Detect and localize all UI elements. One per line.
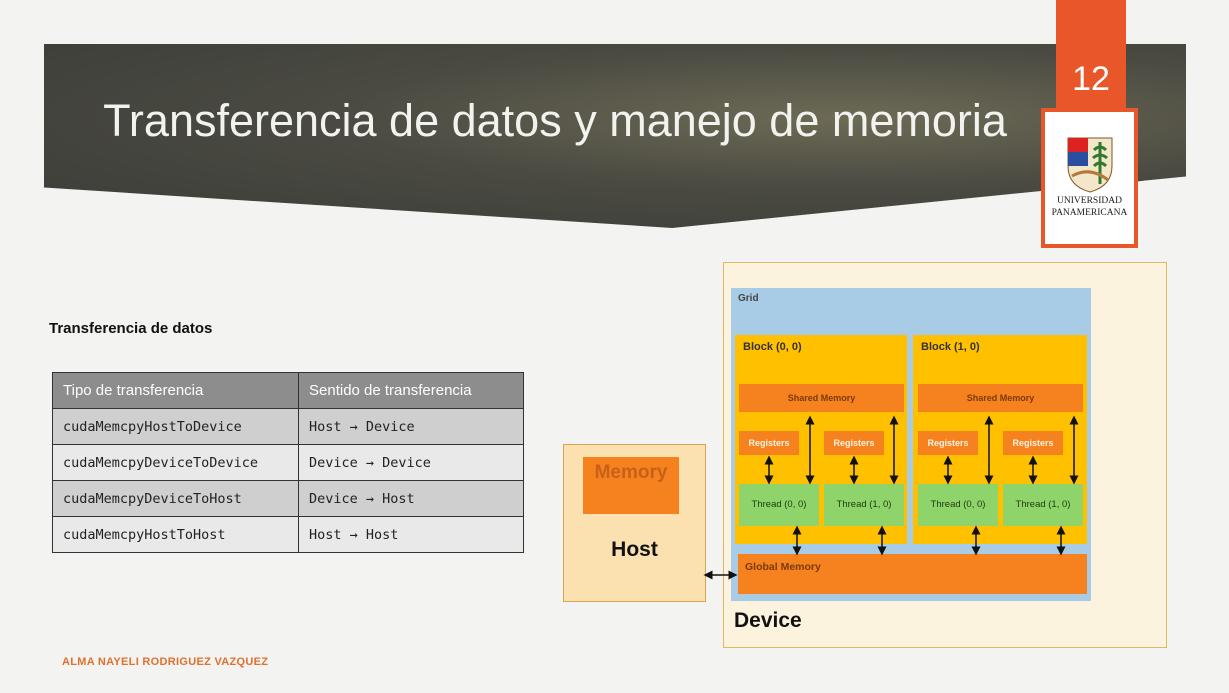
block-1-label: Block (1, 0) <box>921 341 980 353</box>
shield-icon <box>1067 137 1113 193</box>
global-memory-label: Global Memory <box>745 561 821 573</box>
block-1-thread-0: Thread (0, 0) <box>918 484 998 526</box>
host-memory-label: Memory <box>594 462 668 483</box>
slide-title: Transferencia de datos y manejo de memor… <box>103 95 1007 146</box>
block-1-thread-1: Thread (1, 0) <box>1003 484 1083 526</box>
section-heading: Transferencia de datos <box>49 320 213 337</box>
table-cell-direction: Device → Host <box>298 480 524 517</box>
block-1-registers-0: Registers <box>918 431 978 455</box>
block-0-registers-1: Registers <box>824 431 884 455</box>
grid-label: Grid <box>738 293 759 304</box>
logo-text-line1: UNIVERSIDAD <box>1057 196 1122 206</box>
table-header-type: Tipo de transferencia <box>52 372 299 409</box>
table-cell-direction: Device → Device <box>298 444 524 481</box>
logo-text-line2: PANAMERICANA <box>1051 208 1128 218</box>
author-footer: ALMA NAYELI RODRIGUEZ VAZQUEZ <box>62 656 269 668</box>
global-memory-box <box>738 554 1087 594</box>
table-header-direction: Sentido de transferencia <box>298 372 524 409</box>
table-row: cudaMemcpyHostToHost Host → Host <box>52 516 524 553</box>
device-label: Device <box>734 609 802 632</box>
block-1-registers-1: Registers <box>1003 431 1063 455</box>
slide-number-tab <box>1056 0 1126 110</box>
logo-text: UNIVERSIDAD PANAMERICANA <box>1043 195 1136 219</box>
host-label: Host <box>611 538 658 561</box>
block-0-label: Block (0, 0) <box>743 341 802 353</box>
block-0-shared-memory: Shared Memory <box>739 384 904 412</box>
block-0-thread-1: Thread (1, 0) <box>824 484 904 526</box>
table-cell-type: cudaMemcpyHostToDevice <box>52 408 299 445</box>
table-cell-type: cudaMemcpyDeviceToDevice <box>52 444 299 481</box>
table-cell-type: cudaMemcpyHostToHost <box>52 516 299 553</box>
block-0-registers-0: Registers <box>739 431 799 455</box>
table-row: cudaMemcpyDeviceToHost Device → Host <box>52 480 524 517</box>
table-cell-type: cudaMemcpyDeviceToHost <box>52 480 299 517</box>
table-row: cudaMemcpyHostToDevice Host → Device <box>52 408 524 445</box>
table-cell-direction: Host → Host <box>298 516 524 553</box>
slide-number: 12 <box>1072 60 1110 98</box>
table-header-row: Tipo de transferencia Sentido de transfe… <box>52 372 524 409</box>
table-row: cudaMemcpyDeviceToDevice Device → Device <box>52 444 524 481</box>
block-0-thread-0: Thread (0, 0) <box>739 484 819 526</box>
transfer-table: Tipo de transferencia Sentido de transfe… <box>52 372 524 553</box>
host-memory-box <box>583 457 679 514</box>
table-cell-direction: Host → Device <box>298 408 524 445</box>
block-1-shared-memory: Shared Memory <box>918 384 1083 412</box>
